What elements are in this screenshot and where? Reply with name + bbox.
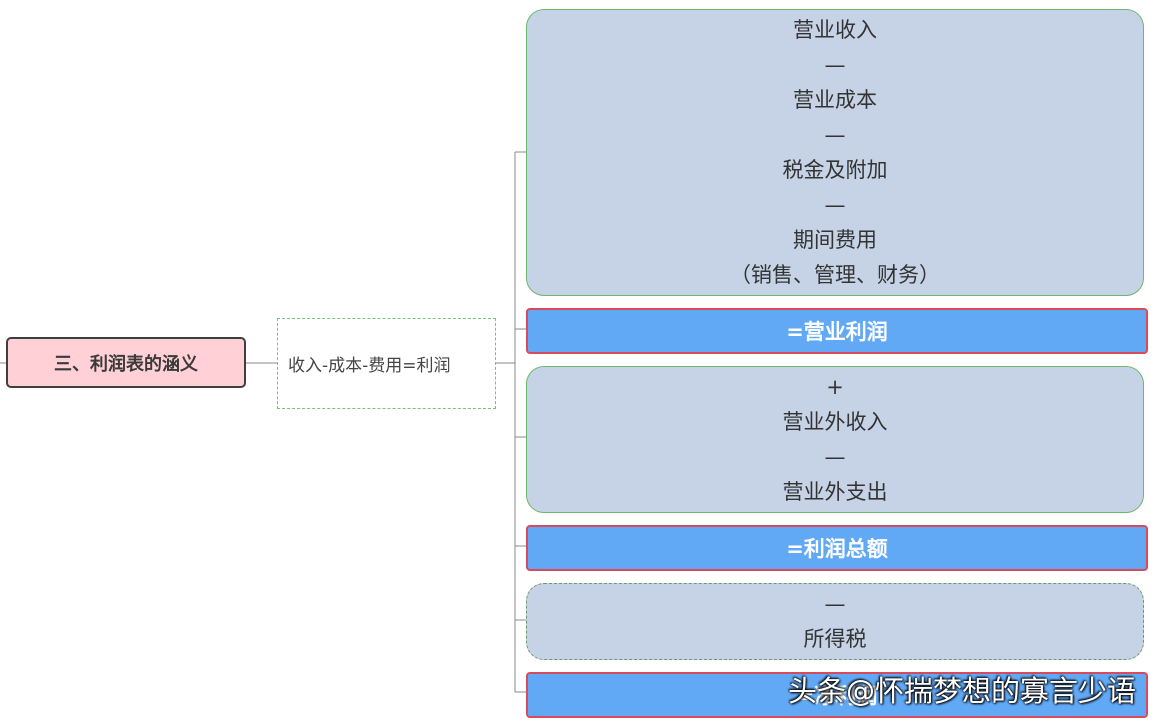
root-node-label: 三、利润表的涵义 [54, 353, 198, 375]
watermark: 头条@怀揣梦想的寡言少语 [788, 674, 1137, 708]
net-profit-box: =净利润 [526, 672, 1148, 718]
root-node: 三、利润表的涵义 [6, 337, 246, 388]
total-profit-label: =利润总额 [786, 537, 888, 561]
box1-line: 税金及附加 [782, 157, 888, 182]
operating-profit-box: =营业利润 [526, 308, 1148, 354]
box1-line: 营业收入 [793, 17, 877, 42]
income-tax-box: — 所得税 [526, 583, 1144, 660]
total-profit-box: =利润总额 [526, 525, 1148, 571]
box2-line: + [826, 374, 844, 399]
formula-node: 收入-成本-费用=利润 [277, 318, 496, 409]
box1-line: — [824, 192, 846, 217]
operating-profit-label: =营业利润 [786, 320, 888, 344]
box2-line: — [824, 444, 846, 469]
box1-line: 营业成本 [793, 87, 877, 112]
box1-line: — [824, 122, 846, 147]
box2-line: 营业外收入 [782, 409, 888, 434]
box1-line: （销售、管理、财务） [730, 262, 940, 287]
box2-line: 营业外支出 [782, 479, 888, 504]
operating-items-box: 营业收入 — 营业成本 — 税金及附加 — 期间费用 （销售、管理、财务） [526, 9, 1144, 296]
box3-line: — [824, 591, 846, 616]
box1-line: — [824, 52, 846, 77]
box3-line: 所得税 [803, 626, 867, 651]
net-profit-label: =净利润 [796, 684, 878, 708]
non-operating-box: + 营业外收入 — 营业外支出 [526, 366, 1144, 513]
formula-node-label: 收入-成本-费用=利润 [288, 356, 451, 376]
box1-line: 期间费用 [793, 227, 877, 252]
